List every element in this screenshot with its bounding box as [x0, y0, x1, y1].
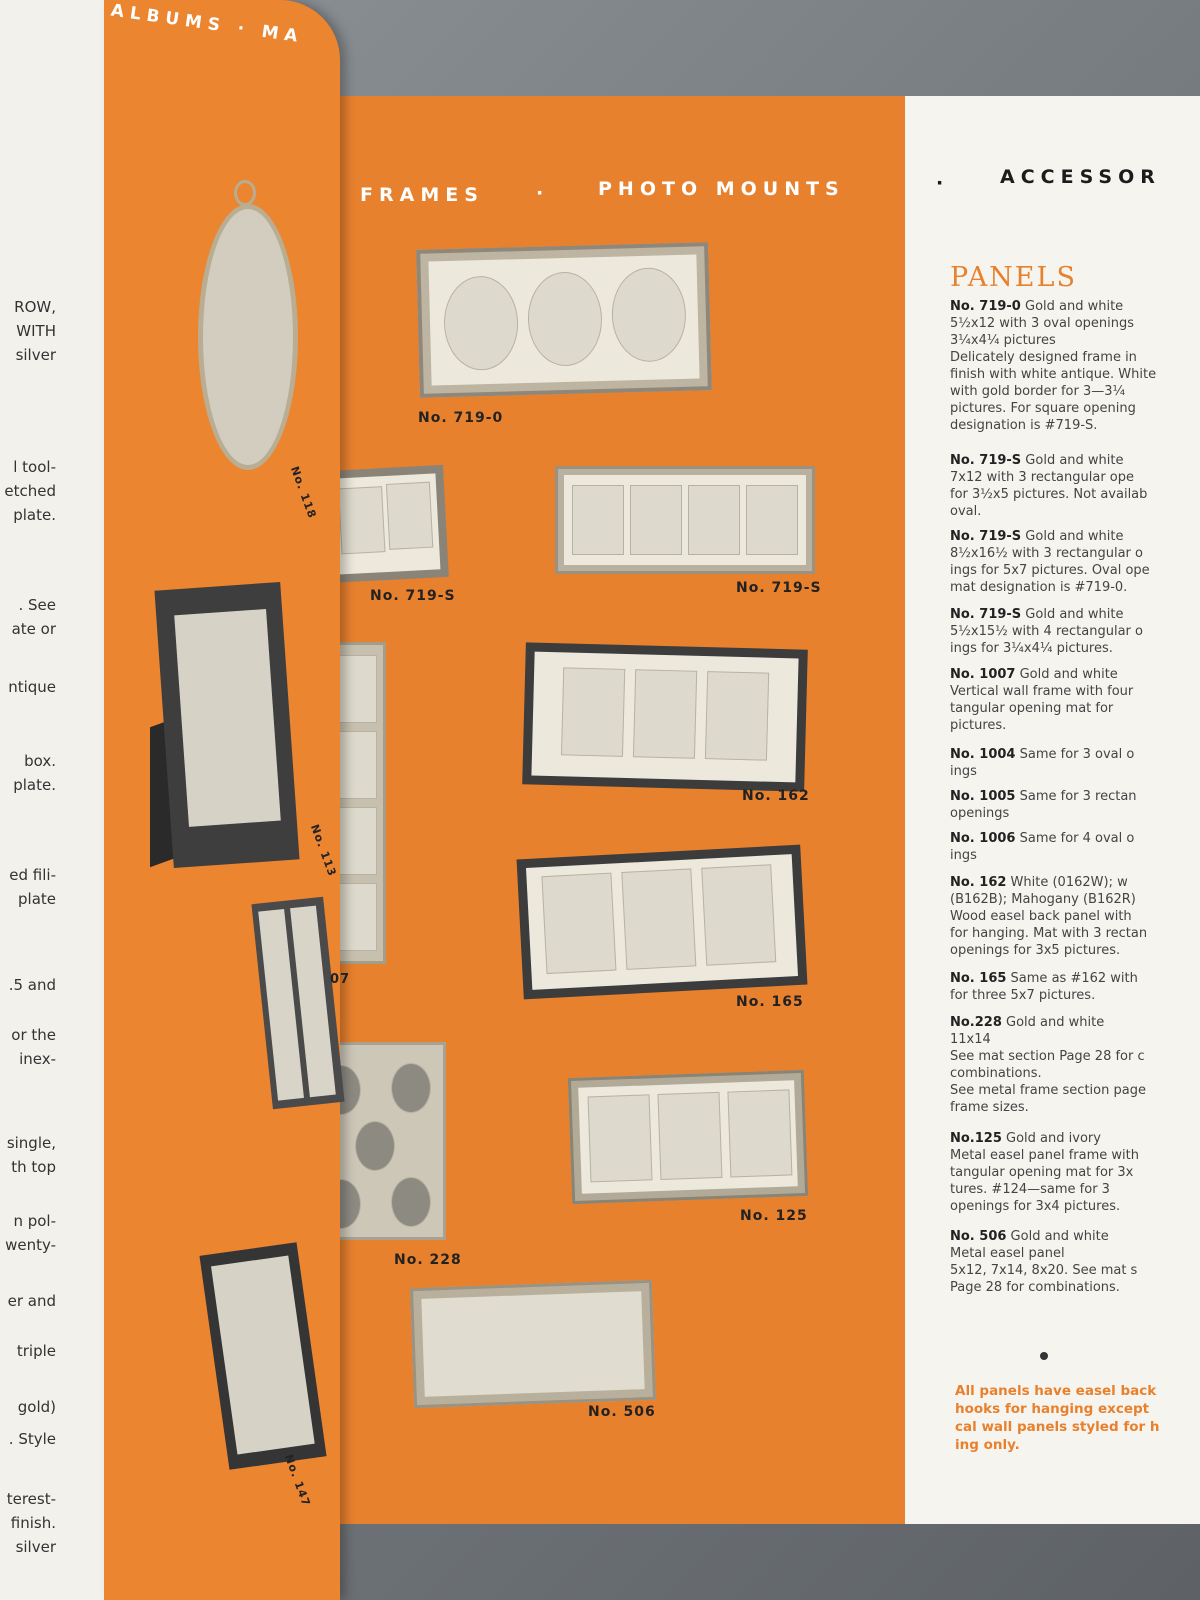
item-text: Same as #162 with for three 5x7 pictures… — [950, 971, 1138, 1003]
left-text-line: or the — [11, 1026, 56, 1044]
item-text: Same for 4 oval o ings — [950, 831, 1135, 863]
left-text-line: er and — [7, 1292, 56, 1310]
caption-162: No. 162 — [742, 788, 810, 804]
left-text-line: plate. — [13, 776, 56, 794]
item-text: Gold and white 7x12 with 3 rectangular o… — [950, 453, 1148, 519]
caption-125: No. 125 — [740, 1208, 808, 1224]
left-text-line: etched — [4, 482, 56, 500]
caption-228: No. 228 — [394, 1252, 462, 1268]
item-text: Gold and white 11x14 See mat section Pag… — [950, 1015, 1146, 1115]
frame-113 — [154, 581, 300, 869]
item-719-0: No. 719-0 Gold and white 5½x12 with 3 ov… — [950, 298, 1195, 434]
left-text-line: box. — [24, 752, 56, 770]
frame-719-0 — [416, 242, 712, 398]
header-dot-1: · — [536, 182, 550, 204]
left-text-line: n pol- — [13, 1212, 56, 1230]
caption-719-0: No. 719-0 — [418, 410, 504, 426]
header-photo-mounts: PHOTO MOUNTS — [598, 178, 845, 200]
left-text-line: ed fili- — [9, 866, 56, 884]
item-719-s-a: No. 719-S Gold and white 7x12 with 3 rec… — [950, 452, 1195, 520]
item-no: No. 1007 — [950, 667, 1016, 682]
item-text: Same for 3 oval o ings — [950, 747, 1135, 779]
caption-506: No. 506 — [588, 1404, 656, 1420]
frame-118-oval — [198, 204, 298, 470]
item-no: No. 506 — [950, 1229, 1007, 1244]
item-1006: No. 1006 Same for 4 oval o ings — [950, 830, 1195, 864]
item-no: No. 1006 — [950, 831, 1016, 846]
item-text: Same for 3 rectan openings — [950, 789, 1137, 821]
frame-228 — [321, 1042, 446, 1240]
left-text-line: plate. — [13, 506, 56, 524]
item-1004: No. 1004 Same for 3 oval o ings — [950, 746, 1195, 780]
item-text: Gold and white Metal easel panel 5x12, 7… — [950, 1229, 1138, 1295]
item-no: No. 719-0 — [950, 299, 1021, 314]
footer-note: All panels have easel back hooks for han… — [955, 1383, 1160, 1453]
left-text-line: triple — [16, 1342, 56, 1360]
left-text-line: . Style — [8, 1430, 56, 1448]
item-1007: No. 1007 Gold and white Vertical wall fr… — [950, 666, 1195, 734]
frame-125 — [567, 1069, 809, 1205]
frame-506 — [409, 1279, 657, 1409]
item-1005: No. 1005 Same for 3 rectan openings — [950, 788, 1195, 822]
caption-1007-partial: 07 — [330, 972, 351, 987]
left-text-line: . See — [18, 596, 56, 614]
item-text: Gold and white 5½x12 with 3 oval opening… — [950, 299, 1157, 433]
left-text-line: terest- — [6, 1490, 56, 1508]
item-no: No.125 — [950, 1131, 1002, 1146]
frame-719-s-four — [555, 466, 815, 574]
left-text-line: l tool- — [13, 458, 56, 476]
ring-hanger — [234, 180, 256, 206]
header-frames: FRAMES — [360, 184, 484, 206]
item-719-s-b: No. 719-S Gold and white 8½x16½ with 3 r… — [950, 528, 1195, 596]
item-text: Gold and white 8½x16½ with 3 rectangular… — [950, 529, 1150, 595]
bullet-dot — [1040, 1352, 1048, 1360]
left-text-line: ROW, — [14, 298, 56, 316]
item-719-s-c: No. 719-S Gold and white 5½x15½ with 4 r… — [950, 606, 1195, 657]
left-text-line: plate — [18, 890, 56, 908]
left-text-line: ntique — [8, 678, 56, 696]
frame-165 — [516, 844, 808, 1000]
item-no: No. 165 — [950, 971, 1007, 986]
item-no: No. 719-S — [950, 607, 1022, 622]
item-no: No. 719-S — [950, 453, 1022, 468]
item-text: Gold and ivory Metal easel panel frame w… — [950, 1131, 1139, 1214]
left-text-line: WITH — [16, 322, 56, 340]
item-no: No. 1005 — [950, 789, 1016, 804]
item-165: No. 165 Same as #162 with for three 5x7 … — [950, 970, 1195, 1004]
frame-719-s-small — [323, 464, 449, 584]
left-text-line: ate or — [11, 620, 56, 638]
left-text-line: wenty- — [5, 1236, 56, 1254]
left-text-line: single, — [6, 1134, 56, 1152]
caption-719-s-1: No. 719-S — [370, 588, 456, 604]
item-no: No. 719-S — [950, 529, 1022, 544]
left-text-line: finish. — [10, 1514, 56, 1532]
item-125: No.125 Gold and ivory Metal easel panel … — [950, 1130, 1195, 1215]
text-column — [905, 96, 1200, 1524]
panels-title: PANELS — [950, 262, 1077, 293]
caption-165: No. 165 — [736, 994, 804, 1010]
item-text: Gold and white 5½x15½ with 4 rectangular… — [950, 607, 1143, 656]
caption-719-s-2: No. 719-S — [736, 580, 822, 596]
item-506: No. 506 Gold and white Metal easel panel… — [950, 1228, 1195, 1296]
header-accessories: ACCESSOR — [1000, 166, 1161, 188]
item-text: Gold and white Vertical wall frame with … — [950, 667, 1134, 733]
left-text-line: .5 and — [8, 976, 56, 994]
header-dot-2: · — [936, 172, 950, 194]
left-text-line: inex- — [19, 1050, 56, 1068]
item-162: No. 162 White (0162W); w (B162B); Mahoga… — [950, 874, 1195, 959]
left-text-line: silver — [15, 346, 56, 364]
item-no: No. 162 — [950, 875, 1007, 890]
frame-162 — [522, 642, 808, 792]
item-no: No. 1004 — [950, 747, 1016, 762]
item-no: No.228 — [950, 1015, 1002, 1030]
left-text-line: silver — [15, 1538, 56, 1556]
item-228: No.228 Gold and white 11x14 See mat sect… — [950, 1014, 1195, 1116]
left-text-line: gold) — [17, 1398, 56, 1416]
item-text: White (0162W); w (B162B); Mahogany (B162… — [950, 875, 1148, 958]
left-page-white — [0, 0, 112, 1600]
left-text-line: th top — [11, 1158, 56, 1176]
